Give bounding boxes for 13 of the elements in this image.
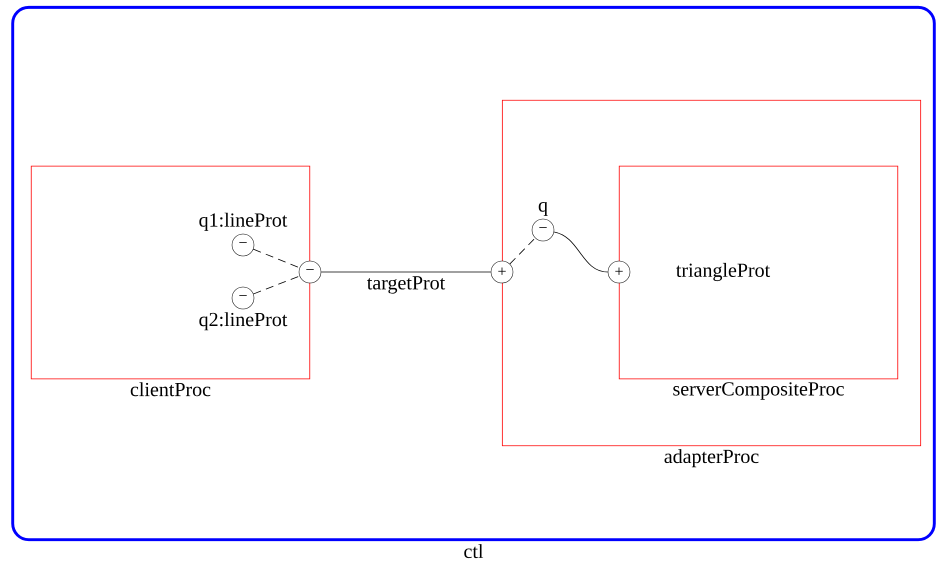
node-label: q2:lineProt [199,312,288,330]
edge-label: targetProt [367,276,446,294]
node-label: ctl [464,544,484,558]
node-label: q1:lineProt [199,212,288,231]
node-label: adapterProc [664,449,759,468]
node-label: clientProc [130,382,210,396]
node-label: serverCompositeProc [673,382,844,400]
port-label: triangleProt [676,262,770,282]
connector-line [509,238,536,264]
node-label: q [538,202,548,216]
connector-line [253,248,300,268]
connector-line [554,232,608,272]
connector-line [253,276,300,294]
